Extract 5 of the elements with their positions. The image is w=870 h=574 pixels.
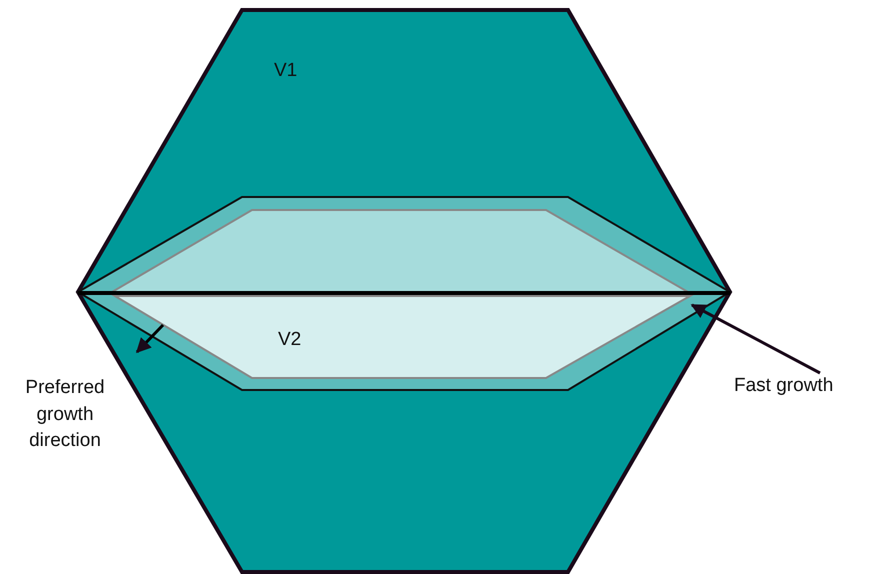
callout-text: Fast growth (728, 373, 866, 401)
annotation-text: Preferred growth direction (24, 376, 106, 454)
region-label: V1 (274, 60, 298, 83)
region-label: V2 (278, 329, 302, 352)
leader-arrow (690, 304, 821, 374)
